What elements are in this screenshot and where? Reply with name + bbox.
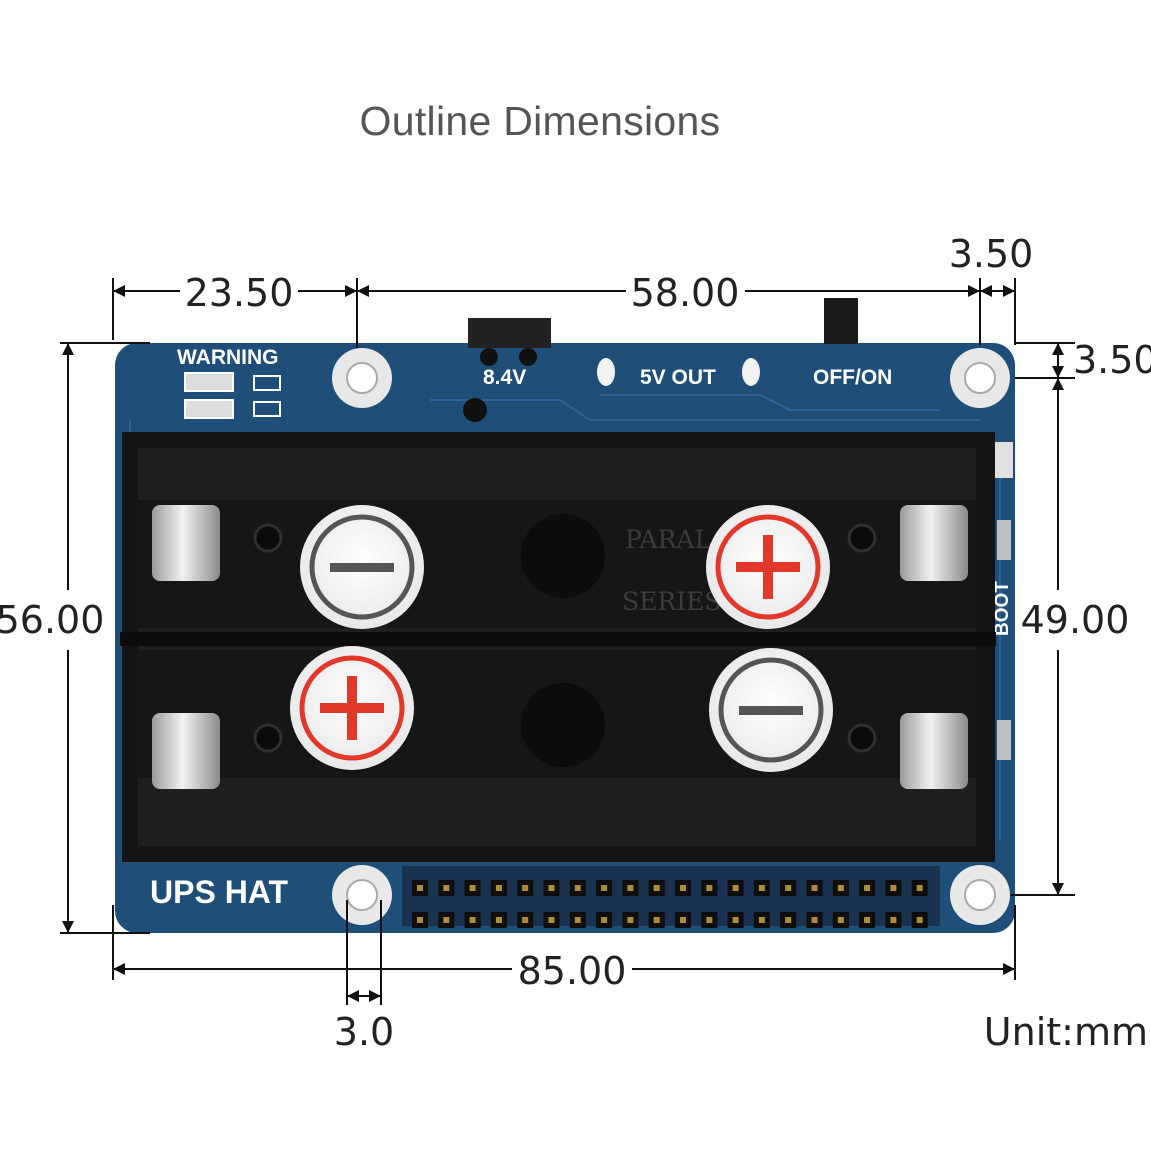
gpio-pin-contact [469,885,476,891]
gpio-pin-contact [495,885,502,891]
gpio-pin-contact [864,917,871,923]
dim-hole-vertical-spacing: 49.00 [1021,598,1130,642]
gpio-pin-contact [706,917,713,923]
gpio-pin-contact [653,917,660,923]
gpio-pin-contact [417,917,423,923]
gpio-pin-contact [417,885,423,891]
gpio-pin-contact [706,885,713,891]
gpio-pin-contact [916,917,923,923]
warning-leds [184,372,281,419]
gpio-pin-contact [443,885,450,891]
gpio-pin-contact [811,917,818,923]
gpio-header [402,866,940,928]
gpio-pin-contact [837,885,844,891]
gpio-pin-contact [732,885,739,891]
dim-hole-diameter: 3.0 [334,1010,394,1054]
gpio-pin-contact [548,917,555,923]
voltage-label: 8.4V [483,366,526,389]
gpio-pin-contact [890,917,897,923]
dim-hole-spacing: 58.00 [631,271,740,315]
gpio-pin-contact [758,917,765,923]
gpio-pin-contact [680,885,686,891]
gpio-pin-contact [811,885,818,891]
gpio-pin-contact [627,917,634,923]
gpio-pin-contact [680,917,686,923]
gpio-pin-contact [864,885,871,891]
gpio-pin-contact [522,917,529,923]
plus-terminal-icon [290,646,414,770]
gpio-pin-contact [890,885,897,891]
gpio-pin-contact [495,917,502,923]
charge-port [468,318,551,348]
gpio-pin-contact [758,885,765,891]
plus-terminal-icon [706,505,830,629]
dim-board-width: 85.00 [518,949,627,993]
gpio-pin-contact [653,885,660,891]
dim-hole-left-offset: 23.50 [185,271,294,315]
gpio-pin-contact [469,917,476,923]
off-on-label: OFF/ON [813,366,892,389]
five-volt-out-label: 5V OUT [640,366,716,389]
power-switch [824,298,858,344]
warning-label: WARNING [177,346,279,369]
mounting-hole [950,865,1010,925]
parallel-label: PARAL [625,525,711,554]
ups-hat-label: UPS HAT [150,874,289,910]
minus-terminal-icon [709,648,833,772]
gpio-pin-contact [785,917,792,923]
gpio-pin-contact [627,885,634,891]
gpio-pin-contact [548,885,555,891]
battery-holder: PARAL SERIES [120,432,996,862]
gpio-pin-contact [574,917,581,923]
gpio-pin-contact [443,917,450,923]
gpio-pin-contact [601,885,608,891]
minus-terminal-icon [300,505,424,629]
gpio-pin-contact [522,885,529,891]
page-title: Outline Dimensions [359,98,721,144]
gpio-pin-contact [601,917,608,923]
dim-edge-top: 3.50 [1073,338,1151,382]
mounting-hole [950,348,1010,408]
gpio-pin-contact [785,885,792,891]
boot-label: BOOT [992,581,1013,636]
dim-board-height: 56.00 [0,598,104,642]
series-label: SERIES [622,587,721,616]
gpio-pin-contact [732,917,739,923]
mounting-hole [332,348,392,408]
unit-label: Unit:mm [984,1010,1148,1054]
gpio-pin-contact [574,885,581,891]
dim-edge-right: 3.50 [949,232,1034,276]
mounting-hole [332,865,392,925]
gpio-pin-contact [837,917,844,923]
gpio-pin-contact [916,885,923,891]
